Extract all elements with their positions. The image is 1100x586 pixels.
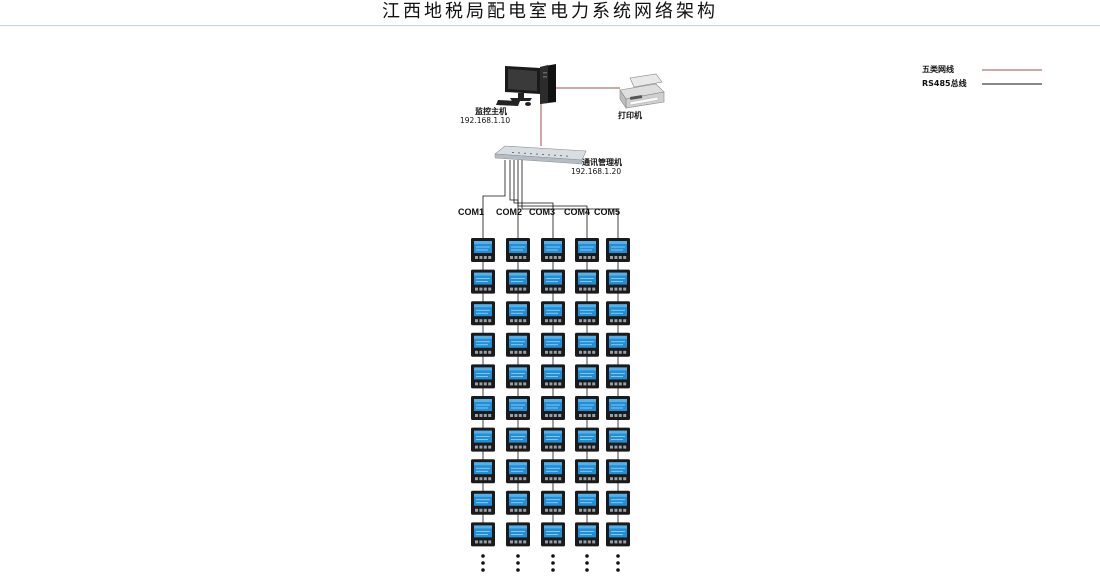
power-meter-icon	[471, 332, 495, 357]
diagram-title: 江西地税局配电室电力系统网络架构	[382, 1, 718, 22]
power-meter-icon	[471, 396, 495, 420]
power-meter-icon	[541, 238, 565, 262]
power-meter-icon	[541, 490, 565, 515]
power-meter-icon	[506, 269, 530, 294]
power-meter-icon	[575, 459, 599, 484]
computer-icon	[496, 64, 556, 106]
power-meter-icon	[541, 332, 565, 357]
power-meter-icon	[541, 396, 565, 420]
power-meter-icon	[575, 269, 599, 294]
rs485-bus-group	[482, 160, 619, 238]
com-port-label: COM5	[594, 207, 621, 217]
continuation-ellipsis-icon	[585, 554, 589, 572]
power-meter-icon	[606, 301, 630, 326]
power-meter-icon	[606, 364, 630, 389]
power-meter-icon	[606, 522, 630, 547]
continuation-ellipsis-icon	[516, 554, 520, 572]
power-meter-icon	[575, 522, 599, 547]
power-meter-icon	[506, 301, 530, 326]
title-divider	[0, 25, 1100, 26]
com-port-label: COM2	[496, 207, 523, 217]
power-meter-icon	[506, 427, 530, 452]
com-port-label: COM1	[458, 207, 485, 217]
power-meter-icon	[541, 269, 565, 294]
power-meter-icon	[541, 427, 565, 452]
power-meter-icon	[541, 522, 565, 547]
power-meter-icon	[471, 364, 495, 389]
power-meter-icon	[575, 332, 599, 357]
power-meter-icon	[575, 490, 599, 515]
power-meter-icon	[606, 332, 630, 357]
rs485-bus-line	[521, 160, 619, 238]
power-meter-icon	[575, 364, 599, 389]
power-meter-icon	[506, 332, 530, 357]
rs485-bus-line	[513, 160, 554, 238]
power-meter-icon	[606, 396, 630, 420]
power-meter-icon	[471, 301, 495, 326]
printer-icon	[619, 73, 665, 109]
manager-ip: 192.168.1.20	[571, 167, 622, 176]
power-meter-icon	[606, 427, 630, 452]
power-meter-icon	[575, 301, 599, 326]
power-meter-icon	[506, 364, 530, 389]
power-meter-icon	[541, 459, 565, 484]
rs485-bus-line	[482, 160, 506, 238]
legend-label-ethernet: 五类网线	[922, 65, 954, 74]
power-meter-icon	[471, 238, 495, 262]
power-meter-icon	[606, 238, 630, 262]
host-label: 监控主机	[475, 107, 507, 116]
printer-label: 打印机	[618, 111, 642, 120]
power-meter-icon	[506, 238, 530, 262]
power-meter-icon	[575, 427, 599, 452]
power-meter-icon	[506, 396, 530, 420]
power-meter-icon	[471, 490, 495, 515]
power-meter-icon	[471, 269, 495, 294]
power-meter-icon	[606, 490, 630, 515]
power-meter-icon	[506, 490, 530, 515]
power-meter-icon	[606, 459, 630, 484]
power-meter-icon	[471, 459, 495, 484]
continuation-ellipsis-icon	[616, 554, 620, 572]
continuation-ellipsis-icon	[481, 554, 485, 572]
power-meter-icon	[606, 269, 630, 294]
manager-label: 通讯管理机	[582, 158, 622, 167]
rs485-bus-line	[517, 160, 588, 238]
power-meter-icon	[541, 301, 565, 326]
host-ip: 192.168.1.10	[460, 116, 511, 125]
com-port-label: COM4	[564, 207, 591, 217]
power-meter-icon	[575, 238, 599, 262]
power-meter-icon	[541, 364, 565, 389]
power-meter-icon	[575, 396, 599, 420]
power-meter-icon	[506, 522, 530, 547]
switch-icon	[494, 145, 587, 165]
meter-grid	[471, 238, 630, 572]
com-port-label: COM3	[529, 207, 556, 217]
power-meter-icon	[471, 427, 495, 452]
power-meter-icon	[506, 459, 530, 484]
continuation-ellipsis-icon	[551, 554, 555, 572]
legend-label-rs485: RS485总线	[922, 79, 967, 88]
power-meter-icon	[471, 522, 495, 547]
